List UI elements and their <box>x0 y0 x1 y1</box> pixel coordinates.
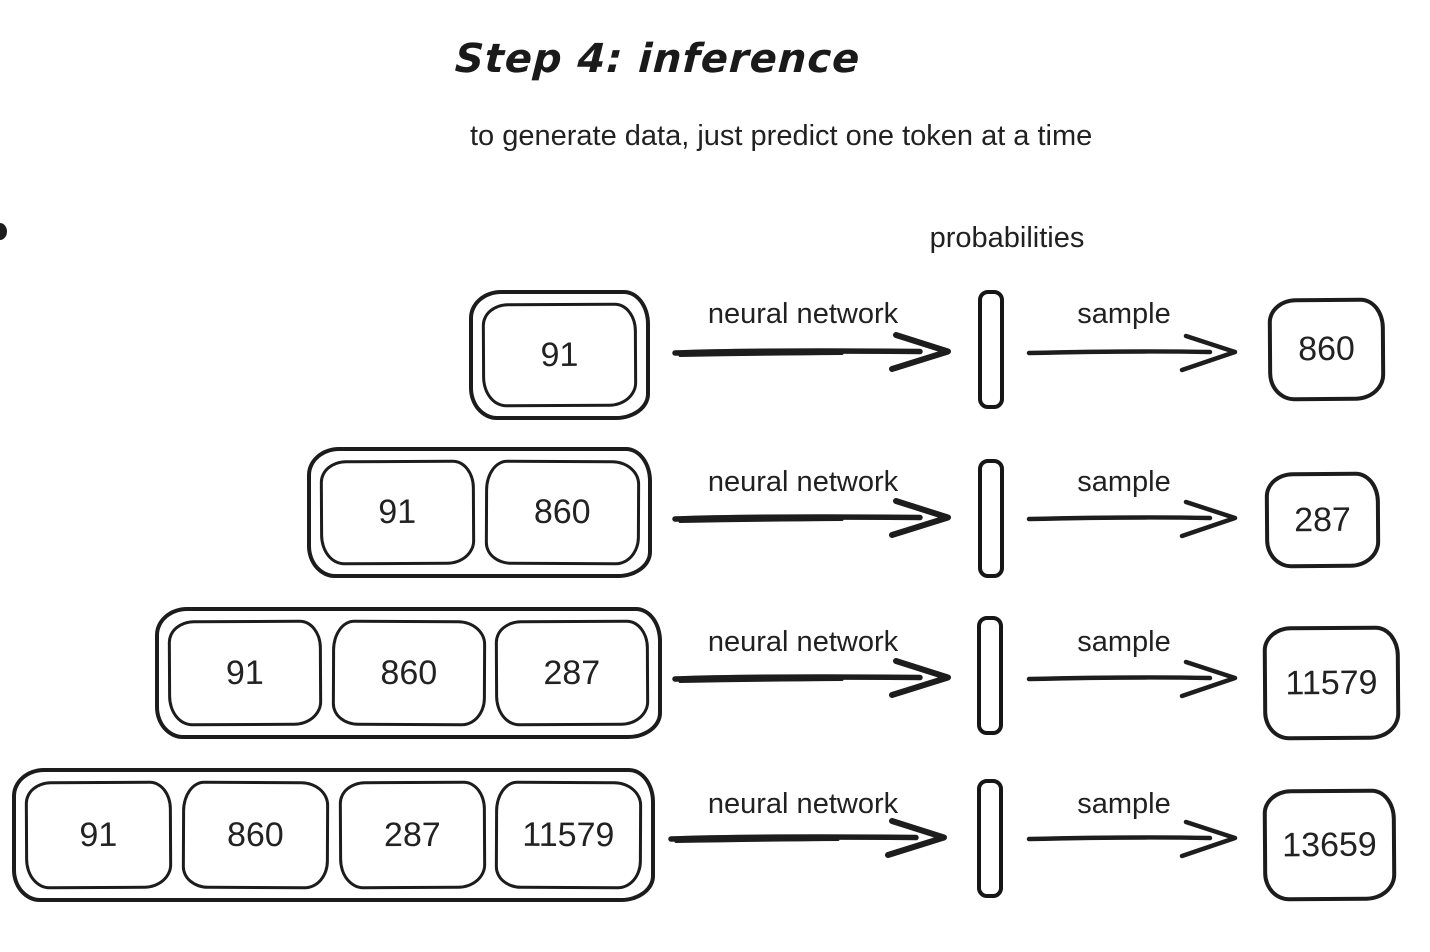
neural-network-arrow-icon <box>672 496 954 540</box>
token-box: 287 <box>495 619 650 727</box>
diagram-subtitle: to generate data, just predict one token… <box>470 120 1093 152</box>
token-value: 860 <box>226 815 284 854</box>
result-token-value: 13659 <box>1282 825 1377 864</box>
token-value: 287 <box>383 815 441 854</box>
context-box: 91 <box>469 290 650 420</box>
probability-bar <box>977 779 1003 898</box>
token-value: 860 <box>380 653 437 692</box>
context-box: 91 860 <box>307 447 652 578</box>
sample-label: sample <box>1077 298 1171 330</box>
token-box: 860 <box>181 780 329 890</box>
token-value: 11579 <box>522 815 615 854</box>
token-value: 91 <box>79 815 118 854</box>
neural-network-label: neural network <box>707 298 899 330</box>
result-token-value: 287 <box>1293 500 1351 539</box>
token-box: 287 <box>338 780 486 890</box>
edge-artifact <box>0 223 7 240</box>
sample-arrow-icon <box>1026 818 1240 860</box>
token-value: 91 <box>225 653 264 692</box>
result-token-box: 860 <box>1267 297 1386 402</box>
neural-network-arrow-icon <box>672 656 954 700</box>
context-box: 91 860 287 11579 <box>12 768 655 902</box>
token-value: 287 <box>543 653 601 692</box>
result-token-box: 287 <box>1264 471 1381 569</box>
result-token-value: 11579 <box>1285 663 1378 702</box>
neural-network-arrow-icon <box>672 330 954 374</box>
token-box: 91 <box>167 619 322 727</box>
token-value: 860 <box>533 492 591 532</box>
probability-bar <box>978 459 1004 578</box>
sample-label: sample <box>1077 466 1171 498</box>
token-box: 11579 <box>495 780 643 890</box>
token-box: 91 <box>319 459 475 566</box>
neural-network-label: neural network <box>707 466 899 498</box>
neural-network-label: neural network <box>707 626 899 658</box>
token-box: 91 <box>24 780 173 890</box>
sample-label: sample <box>1077 626 1171 658</box>
context-box: 91 860 287 <box>155 607 662 739</box>
sample-label: sample <box>1077 788 1171 820</box>
result-token-box: 13659 <box>1262 788 1397 902</box>
probability-bar <box>978 290 1004 409</box>
token-box: 860 <box>331 619 486 727</box>
probabilities-label: probabilities <box>929 222 1085 254</box>
result-token-value: 860 <box>1297 329 1355 369</box>
neural-network-label: neural network <box>707 788 899 820</box>
sample-arrow-icon <box>1026 332 1240 374</box>
token-box: 91 <box>481 302 638 408</box>
sample-arrow-icon <box>1026 658 1240 700</box>
token-box: 860 <box>484 459 640 566</box>
token-value: 91 <box>540 335 579 374</box>
result-token-box: 11579 <box>1262 625 1401 741</box>
sample-arrow-icon <box>1026 498 1240 540</box>
neural-network-arrow-icon <box>668 816 950 860</box>
probability-bar <box>977 616 1003 735</box>
token-value: 91 <box>378 492 417 532</box>
diagram-title: Step 4: inference <box>453 36 862 82</box>
